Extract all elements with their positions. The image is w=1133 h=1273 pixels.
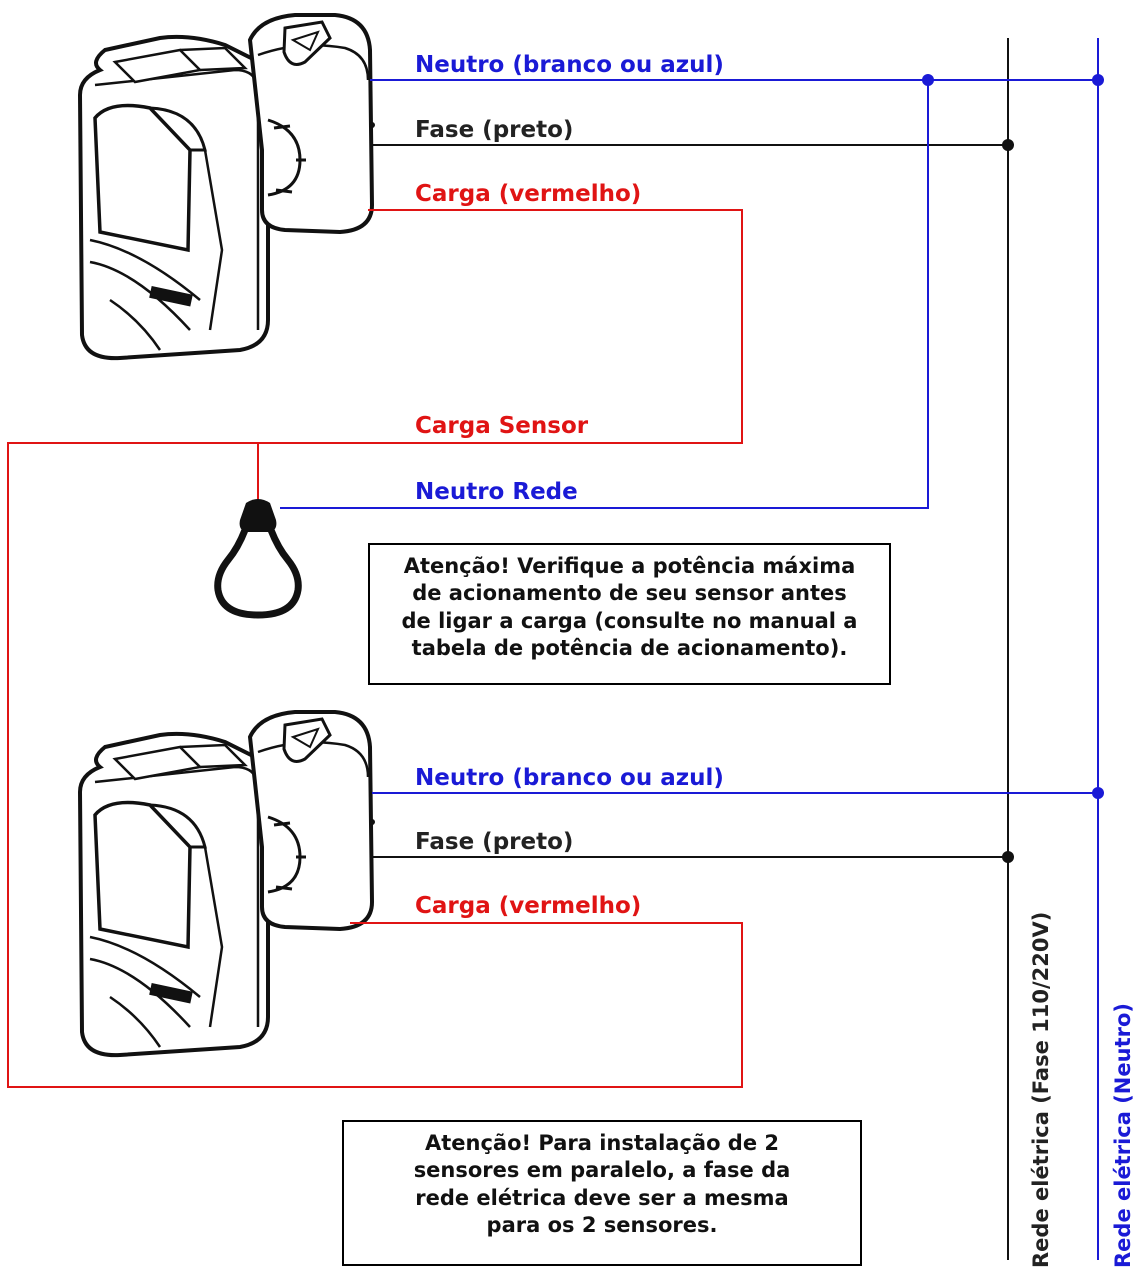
motion-sensor-icon: [78, 13, 377, 361]
top-neutral-label: Neutro (branco ou azul): [415, 52, 724, 78]
mains-phase-label: Rede elétrica (Fase 110/220V): [1029, 912, 1053, 1268]
top-phase-label: Fase (preto): [415, 117, 573, 143]
top-load-label: Carga (vermelho): [415, 181, 641, 207]
light-bulb-icon: [214, 499, 302, 619]
note-line: tabela de potência de acionamento).: [411, 635, 848, 660]
junction-dot: [1092, 74, 1104, 86]
junction-dot: [1002, 851, 1014, 863]
note-line: Atenção! Verifique a potência máxima: [403, 554, 856, 578]
load-wire: [7, 209, 743, 1088]
motion-sensor-icon: [78, 710, 377, 1058]
note-line: de acionamento de seu sensor antes: [412, 581, 847, 606]
note-line: de ligar a carga (consulte no manual a: [401, 608, 858, 633]
load-sensor-label: Carga Sensor: [415, 413, 589, 439]
junction-dot: [922, 74, 934, 86]
bottom-neutral-label: Neutro (branco ou azul): [415, 765, 724, 791]
bottom-phase-label: Fase (preto): [415, 829, 573, 855]
note-line: Atenção! Para instalação de 2: [424, 1131, 780, 1155]
note-line: rede elétrica deve ser a mesma: [415, 1185, 789, 1210]
mains-neutral-label: Rede elétrica (Neutro): [1111, 1003, 1133, 1268]
network-neutral-wire: [280, 80, 929, 509]
junction-dot: [1002, 139, 1014, 151]
note-line: para os 2 sensores.: [486, 1212, 718, 1237]
neutral-network-label: Neutro Rede: [415, 479, 578, 505]
power-warning-note: Atenção! Verifique a potência máxima de …: [368, 543, 891, 685]
bottom-load-label: Carga (vermelho): [415, 893, 641, 919]
note-line: sensores em paralelo, a fase da: [413, 1158, 791, 1183]
parallel-warning-note: Atenção! Para instalação de 2 sensores e…: [342, 1120, 862, 1266]
junction-dot: [1092, 787, 1104, 799]
